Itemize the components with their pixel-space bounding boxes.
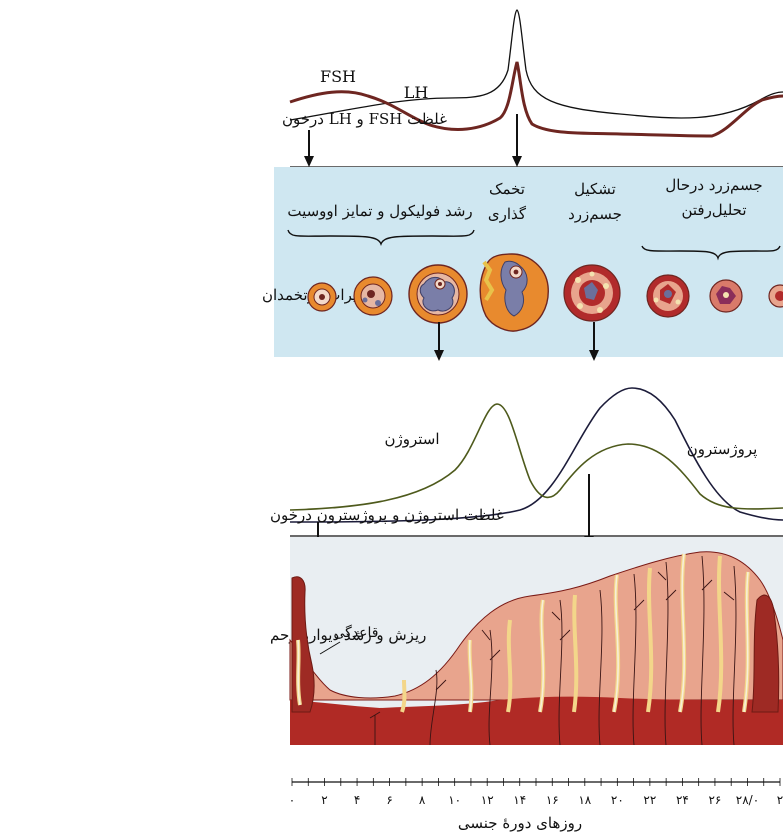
lh-label: LH xyxy=(404,83,429,102)
estrogen-label: استروژن xyxy=(384,430,439,448)
ovary-panel: تغییرات درتخمدان رشد فولیکول و تمایز اوو… xyxy=(262,167,783,361)
stage-corpus-luteum-label-2: جسم‌زرد xyxy=(568,205,622,223)
tertiary-follicle xyxy=(408,264,468,324)
lh-arrow-down xyxy=(512,114,522,167)
stage-ovulation-label-1: تخمک xyxy=(489,180,525,198)
basal-layer-label: قاعدگی xyxy=(334,624,379,641)
fsh-arrow-down xyxy=(304,130,314,167)
progesterone-label: پروژسترون xyxy=(687,440,758,458)
uterus-panel: ریزش و رشد دیوارهٔ رحم xyxy=(270,537,783,746)
ovulating-follicle xyxy=(479,253,549,332)
shedding-wall-right xyxy=(751,594,780,713)
spiral-arteries xyxy=(369,555,737,746)
follicle-growth-brace xyxy=(287,229,475,246)
basal-layer-pointer xyxy=(319,641,341,655)
stage-follicle-growth-label: رشد فولیکول و تمایز اووسیت xyxy=(287,202,472,220)
estrogen-progesterone-panel: استروژن پروژسترون غلظت استروژن و پروژستر… xyxy=(270,387,783,549)
axis-tick-label: ۱۲ xyxy=(481,793,494,807)
estrogen-progesterone-row-label: غلظت استروژن و پروژسترون درخون xyxy=(270,506,504,524)
axis-tick-label: ۸ xyxy=(419,793,426,807)
progesterone-arrow-down xyxy=(584,474,594,547)
lh-curve xyxy=(289,9,783,121)
primary-follicle xyxy=(307,282,337,312)
estrogen-curve xyxy=(289,403,783,511)
stage-degenerating-label-2: تحلیل‌رفتن xyxy=(681,201,746,219)
axis-tick-label: ۲۲ xyxy=(643,793,656,807)
axis-tick-label: ۰ xyxy=(289,793,295,807)
follicle-arrow-down xyxy=(434,322,444,361)
stage-ovulation-label-2: گذاری xyxy=(488,205,527,223)
secondary-follicle xyxy=(353,276,393,316)
fsh-label: FSH xyxy=(320,67,356,86)
fsh-lh-row-label: غلظت FSH و LH درخون xyxy=(282,110,447,128)
axis-tick-label: ۱۴ xyxy=(513,793,526,807)
axis-tick-label: ۲۰ xyxy=(611,793,624,807)
corpus-luteum-degenerating-1 xyxy=(646,274,690,318)
progesterone-curve xyxy=(289,387,783,523)
degenerating-brace xyxy=(641,245,781,261)
endometrium-basal-layer xyxy=(290,696,783,745)
stage-corpus-luteum-label-1: تشکیل xyxy=(574,180,616,198)
uterine-glands-core xyxy=(297,553,749,713)
axis-label: روزهای دورهٔ جنسی xyxy=(458,814,582,832)
axis-tick-label: ۱۸ xyxy=(578,793,591,807)
axis-tick-label: ۱۰ xyxy=(448,793,461,807)
axis-tick-label: ۴ xyxy=(354,793,360,807)
axis-tick-label: ۲۶ xyxy=(708,793,721,807)
corpus-albicans-partial xyxy=(768,284,783,308)
axis-tick-label: ۲ xyxy=(777,793,783,807)
corpus-luteum-degenerating-2 xyxy=(709,279,743,313)
axis-tick-label: ۶ xyxy=(386,793,392,807)
axis-tick-label: ۲۴ xyxy=(676,793,689,807)
fsh-curve xyxy=(289,61,783,138)
fsh-lh-panel: FSH LH غلظت FSH و LH درخون xyxy=(282,9,783,168)
endometrium-functional-layer xyxy=(289,551,783,701)
corpus-luteum-forming xyxy=(563,264,621,322)
axis-tick-label: ۲۸/۰ xyxy=(736,793,759,807)
uterus-row-label: ریزش و رشد دیوارهٔ رحم xyxy=(270,626,426,644)
stage-degenerating-label-1: جسم‌زرد درحال xyxy=(665,176,762,194)
axis-tick-label: ۲ xyxy=(321,793,327,807)
corpus-luteum-arrow-down xyxy=(589,322,599,361)
axis-tick-label: ۱۶ xyxy=(546,793,559,807)
